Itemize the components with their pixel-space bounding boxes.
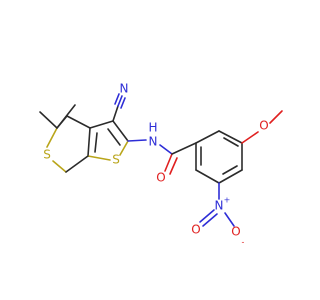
nitro-n-charge: + — [224, 196, 231, 205]
bond-triple-2 — [114, 93, 120, 105]
bond-n-o-2 — [224, 212, 235, 227]
amide-h-label: H — [148, 121, 157, 135]
bond-s-c7 — [52, 160, 67, 173]
bond-ar-5 — [195, 169, 220, 184]
bond-c3a-c7a-double — [94, 132, 98, 153]
bond-c3-c2 — [112, 120, 129, 142]
bond-ar-2 — [218, 130, 243, 144]
bond-n-co — [159, 144, 173, 155]
bond-methyl-1 — [39, 111, 58, 129]
bond-c2-n — [127, 139, 147, 142]
bond-c-c-nitrile — [112, 105, 119, 122]
carbonyl-o-label: O — [156, 171, 165, 185]
nitro-n-label: N — [215, 199, 224, 213]
nitro-o-right-label: O — [231, 225, 240, 239]
bond-c-o-1 — [164, 153, 173, 172]
thiophene-s-label: S — [112, 153, 120, 167]
bond-n-o-1b — [202, 213, 218, 227]
bond-c-aryl — [171, 142, 197, 155]
bond-ar-2-double — [223, 137, 239, 147]
bond-methyl-2 — [56, 104, 76, 129]
bond-ar-4 — [218, 169, 243, 184]
bond-c3-c3a — [89, 120, 114, 129]
bond-c5-s — [46, 127, 58, 148]
bond-triple-3 — [120, 97, 126, 109]
bond-ar-1 — [195, 130, 220, 144]
nitro-o-left-label: O — [191, 223, 200, 237]
ring-s-label: S — [43, 148, 51, 162]
nitrile-n-label: N — [120, 82, 129, 96]
molecule-drawing: N N H O O N + O O - S S — [39, 82, 283, 247]
bond-c3-c2-double — [107, 128, 121, 146]
bond-n-o-1 — [199, 209, 215, 223]
bond-ar-4-double — [222, 165, 238, 175]
bond-o-me — [269, 110, 283, 124]
structure-diagram: N N H O O N + O O - S S — [39, 82, 283, 247]
amide-n-label: N — [149, 135, 158, 149]
methoxy-o-label: O — [259, 119, 268, 133]
bond-c-o-2 — [169, 157, 178, 175]
bond-c7-c7a — [65, 155, 89, 173]
bond-c3a-c4 — [66, 115, 91, 129]
bond-c7a-s — [87, 155, 111, 161]
nitro-o-charge: - — [242, 238, 245, 247]
bond-triple-1 — [117, 95, 123, 107]
bond-s-c2 — [119, 140, 129, 156]
bond-c3a-c7a — [87, 127, 91, 157]
bond-ar-o — [241, 131, 259, 144]
